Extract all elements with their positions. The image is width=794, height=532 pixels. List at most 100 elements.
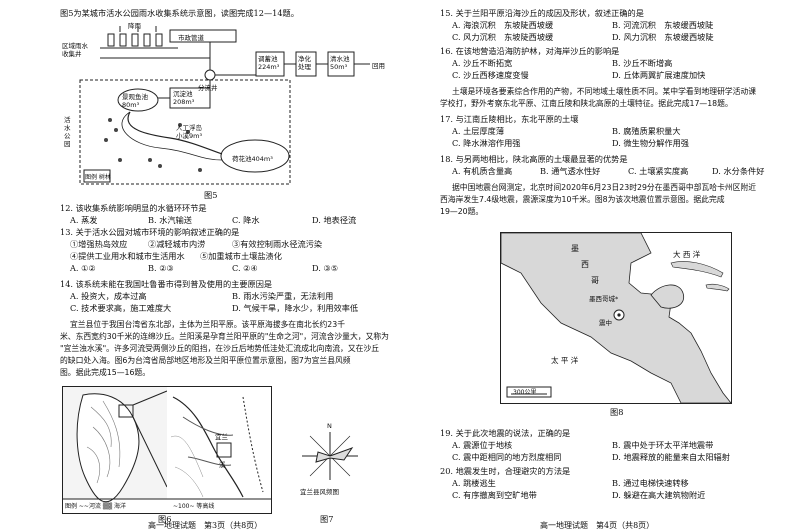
- intro-quake-line2: 西海岸发生7.4级地震，震源深度为10千米。图8为该次地震位置示意图。据此完成: [440, 195, 725, 204]
- figure-5-caption: 图5: [204, 190, 218, 200]
- q12-option-c: C. 降水: [232, 215, 260, 225]
- q18-option-b: B. 通气透水性好: [540, 166, 601, 176]
- q20-option-b: B. 通过电梯快速转移: [612, 478, 689, 488]
- q15-option-a: A. 海浪沉积 东坡陡西坡缓: [452, 20, 554, 30]
- intro-soil-line2: 学校打，野外考察东北平原、江南丘陵和陕北高原的土壤特征。据此完成17—18题。: [440, 99, 733, 108]
- fig7-title: 宜兰县风频图: [300, 488, 339, 496]
- q16-option-a: A. 沙丘不断拓宽: [452, 58, 513, 68]
- q12-stem: 12. 该收集系统影响明显的水循环环节是: [60, 203, 207, 213]
- q13-item-5: ⑤加重城市土壤盐渍化: [200, 251, 282, 261]
- q20-option-c: C. 有序撤离到空旷地带: [452, 490, 537, 500]
- q14-stem: 14. 该系统未能在我国吐鲁番市得到普及使用的主要原因是: [60, 279, 273, 289]
- q13-option-c: C. ②④: [232, 263, 258, 273]
- fig8-scale: 300公里: [513, 389, 537, 396]
- label-legend: 图例 树林: [85, 174, 111, 181]
- q18-stem: 18. 与另两地相比，陕北高原的土壤最显著的优势是: [440, 154, 628, 164]
- fig8-mexico-2: 西: [581, 260, 589, 269]
- label-rain: 降雨: [128, 22, 141, 30]
- figure-8-map: [501, 233, 731, 403]
- q17-option-a: A. 土层厚度薄: [452, 126, 505, 136]
- figure-6-map: [63, 387, 271, 503]
- intro-yilan-line3: "宜兰浊水溪"。许多河流受两侧沙丘的阻挡，在沙丘后地势低洼处汇流成北向南流，又在…: [60, 344, 380, 353]
- figure-6: 宜兰 溪 图例 ~~河流 ▒▒ 海洋 ~100~ 等高线: [62, 386, 272, 514]
- label-purify: 净化 处理: [298, 55, 311, 71]
- fig8-mexico-3: 哥: [591, 276, 599, 285]
- fig7-north: N: [327, 422, 332, 430]
- q18-option-a: A. 有机质含量高: [452, 166, 513, 176]
- fig6-place-river: 溪: [219, 461, 226, 469]
- q20-option-d: D. 躲避在高大建筑物附近: [612, 490, 706, 500]
- q14-option-d: D. 气候干旱，降水少，利用效率低: [232, 303, 359, 313]
- q17-option-d: D. 微生物分解作用强: [612, 138, 689, 148]
- q16-option-d: D. 丘体两翼扩展速度加快: [612, 70, 706, 80]
- figure-8: 墨 西 哥 墨西哥城* 震中 大 西 洋 太 平 洋 300公里: [500, 232, 732, 404]
- label-tank: 调蓄池 224m³: [258, 55, 280, 71]
- q19-option-c: C. 震中距相同的地方烈度相同: [452, 452, 562, 462]
- q13-item-1: ①增强热岛效应: [70, 239, 128, 249]
- q17-option-b: B. 腐殖质累积量大: [612, 126, 681, 136]
- q14-option-a: A. 投资大，成本过高: [70, 291, 147, 301]
- figure-7-caption: 图7: [320, 514, 334, 524]
- figure-5-diagram: [79, 26, 370, 185]
- label-clear: 清水池 50m³: [330, 55, 350, 71]
- q14-option-c: C. 技术要求高，施工难度大: [70, 303, 172, 313]
- q13-item-2: ②减轻城市内涝: [148, 239, 206, 249]
- q15-option-c: C. 风力沉积 东坡陡西坡缓: [452, 32, 554, 42]
- q19-option-a: A. 震源位于地核: [452, 440, 513, 450]
- q13-option-b: B. ②③: [148, 263, 174, 273]
- intro-quake-line1: 据中国地震台网测定，北京时间2020年6月23日23时29分在墨西哥中部瓦哈卡州…: [452, 183, 757, 192]
- q19-stem: 19. 关于此次地震的说法，正确的是: [440, 428, 571, 438]
- label-stream: 人工浮岛 小溪9m³: [176, 124, 203, 140]
- intro-yilan-line4: 的缺口处入海。图6为台湾省局部地区地形及兰阳平原位置示意图，图7为宜兰县风频: [60, 356, 351, 365]
- intro-soil-line1: 土壤是环境各要素综合作用的产物，不同地域土壤性质不同。某中学看到地理研学活动课: [452, 87, 757, 96]
- figure-6-caption: 图6: [158, 514, 172, 524]
- q13-stem: 13. 关于活水公园对城市环境的影响叙述正确的是: [60, 227, 240, 237]
- figure-5: 降雨 区域雨水 收集井 市政管道 分流井 调蓄池 224m³ 净化 处理 清水池…: [60, 20, 390, 188]
- q18-option-d: D. 水分条件好: [712, 166, 765, 176]
- right-footer: 高一地理试题 第4页（共8页）: [540, 521, 655, 530]
- q13-item-4: ④提供工业用水和城市生活用水: [70, 251, 185, 261]
- fig8-quake: 震中: [599, 319, 612, 327]
- fig8-atlantic: 大 西 洋: [673, 250, 701, 259]
- q18-option-c: C. 土壤紧实度高: [628, 166, 689, 176]
- intro-fig5: 图5为某城市活水公园雨水收集系统示意图，读图完成12—14题。: [60, 8, 299, 18]
- q13-option-d: D. ③⑤: [312, 263, 339, 273]
- q14-option-b: B. 雨水污染严重，无法利用: [232, 291, 334, 301]
- q12-option-a: A. 蒸发: [70, 215, 98, 225]
- q20-stem: 20. 地震发生时，合理避灾的方法是: [440, 466, 571, 476]
- fig6-place-yilan: 宜兰: [215, 433, 228, 441]
- q12-option-d: D. 地表径流: [312, 215, 357, 225]
- q19-option-d: D. 地震释放的能量来自太阳辐射: [612, 452, 730, 462]
- q15-stem: 15. 关于兰阳平原沿海沙丘的成因及形状，叙述正确的是: [440, 8, 644, 18]
- fig8-pacific: 太 平 洋: [551, 356, 579, 365]
- q13-option-a: A. ①②: [70, 263, 96, 273]
- intro-yilan-line5: 图。据此完成15—16题。: [60, 368, 151, 377]
- label-scenic: 景观鱼池 80m³: [122, 93, 148, 109]
- intro-yilan-line1: 宜兰县位于我国台湾省东北部，主体为兰阳平原。该平原海拔多在南北长约23千: [70, 320, 346, 329]
- q15-option-b: B. 河流沉积 东坡缓西坡陡: [612, 20, 714, 30]
- label-park: 活水公园: [64, 116, 71, 148]
- q12-option-b: B. 水汽输送: [148, 215, 192, 225]
- fig6-legend-contour: ~100~ 等高线: [173, 503, 215, 510]
- fig8-mexico-1: 墨: [571, 244, 579, 253]
- label-settle: 沉淀池 208m³: [173, 90, 195, 106]
- figure-7-windrose: [302, 432, 358, 480]
- fig8-city: 墨西哥城*: [589, 295, 619, 303]
- q16-stem: 16. 在该地营造沿海防护林，对海岸沙丘的影响是: [440, 46, 620, 56]
- q17-stem: 17. 与江南丘陵相比，东北平原的土壤: [440, 114, 579, 124]
- label-reuse: 回用: [372, 62, 385, 70]
- label-roof: 区域雨水 收集井: [62, 42, 88, 58]
- q16-option-b: B. 沙丘不断增高: [612, 58, 673, 68]
- q15-option-d: D. 风力沉积 东坡缓西坡陡: [612, 32, 714, 42]
- q19-option-b: B. 震中处于环太平洋地震带: [612, 440, 714, 450]
- label-lotus: 荷花池404m³: [232, 155, 273, 163]
- intro-quake-line3: 19—20题。: [440, 207, 484, 216]
- fig6-legend: 图例 ~~河流 ▒▒ 海洋: [65, 503, 127, 510]
- q17-option-c: C. 降水淋溶作用强: [452, 138, 521, 148]
- figure-8-caption: 图8: [610, 407, 624, 417]
- q13-item-3: ③有效控制雨水径流污染: [232, 239, 323, 249]
- figure-7: N 宜兰县风频图: [282, 420, 378, 502]
- label-pipe: 市政管道: [178, 34, 204, 42]
- q20-option-a: A. 跳楼逃生: [452, 478, 496, 488]
- label-split: 分流井: [198, 84, 218, 92]
